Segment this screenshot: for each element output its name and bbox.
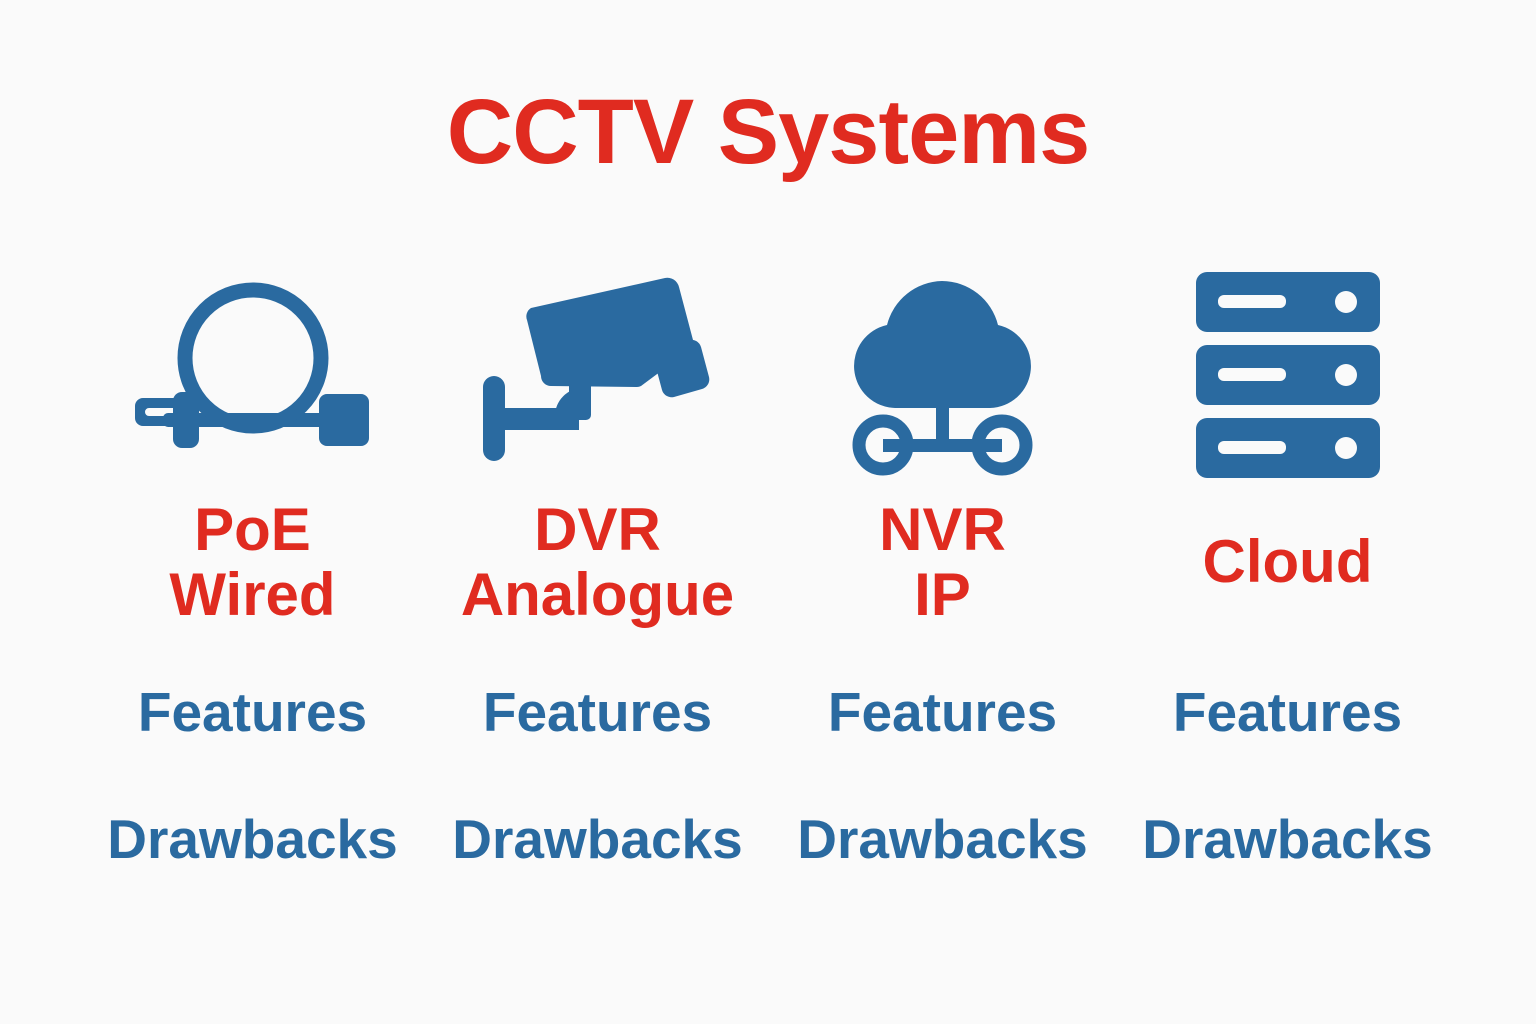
system-type-line1: Cloud [1202, 528, 1373, 596]
systems-column-group: PoE Wired Features Drawbacks [80, 255, 1460, 867]
drawbacks-link[interactable]: Drawbacks [797, 808, 1088, 870]
features-link[interactable]: Features [827, 681, 1058, 743]
system-type-line2: IP [914, 560, 971, 628]
server-rack-icon [1158, 255, 1418, 495]
system-column-dvr: DVR Analogue Features Drawbacks [425, 255, 770, 867]
system-type-label: PoE Wired [169, 495, 335, 630]
features-link[interactable]: Features [1172, 681, 1403, 743]
system-type-label: NVR IP [879, 495, 1006, 630]
features-link[interactable]: Features [137, 681, 368, 743]
features-link[interactable]: Features [482, 681, 713, 743]
system-type-line2: Wired [169, 560, 336, 628]
page-title: CCTV Systems [446, 81, 1090, 183]
system-type-line1: PoE [194, 495, 311, 563]
system-type-label: Cloud [1203, 495, 1373, 630]
drawbacks-link[interactable]: Drawbacks [107, 808, 398, 870]
cctv-bullet-camera-icon [468, 255, 728, 495]
system-column-nvr: NVR IP Features Drawbacks [770, 255, 1115, 867]
ethernet-cable-coil-icon [123, 255, 383, 495]
system-type-line2: Analogue [460, 560, 735, 628]
system-type-label: DVR Analogue [461, 495, 734, 630]
drawbacks-link[interactable]: Drawbacks [1142, 808, 1433, 870]
system-column-poe: PoE Wired Features Drawbacks [80, 255, 425, 867]
system-type-line1: NVR [879, 495, 1006, 563]
cloud-network-icon [813, 255, 1073, 495]
system-type-line1: DVR [534, 495, 661, 563]
drawbacks-link[interactable]: Drawbacks [452, 808, 743, 870]
system-column-cloud: Cloud Features Drawbacks [1115, 255, 1460, 867]
